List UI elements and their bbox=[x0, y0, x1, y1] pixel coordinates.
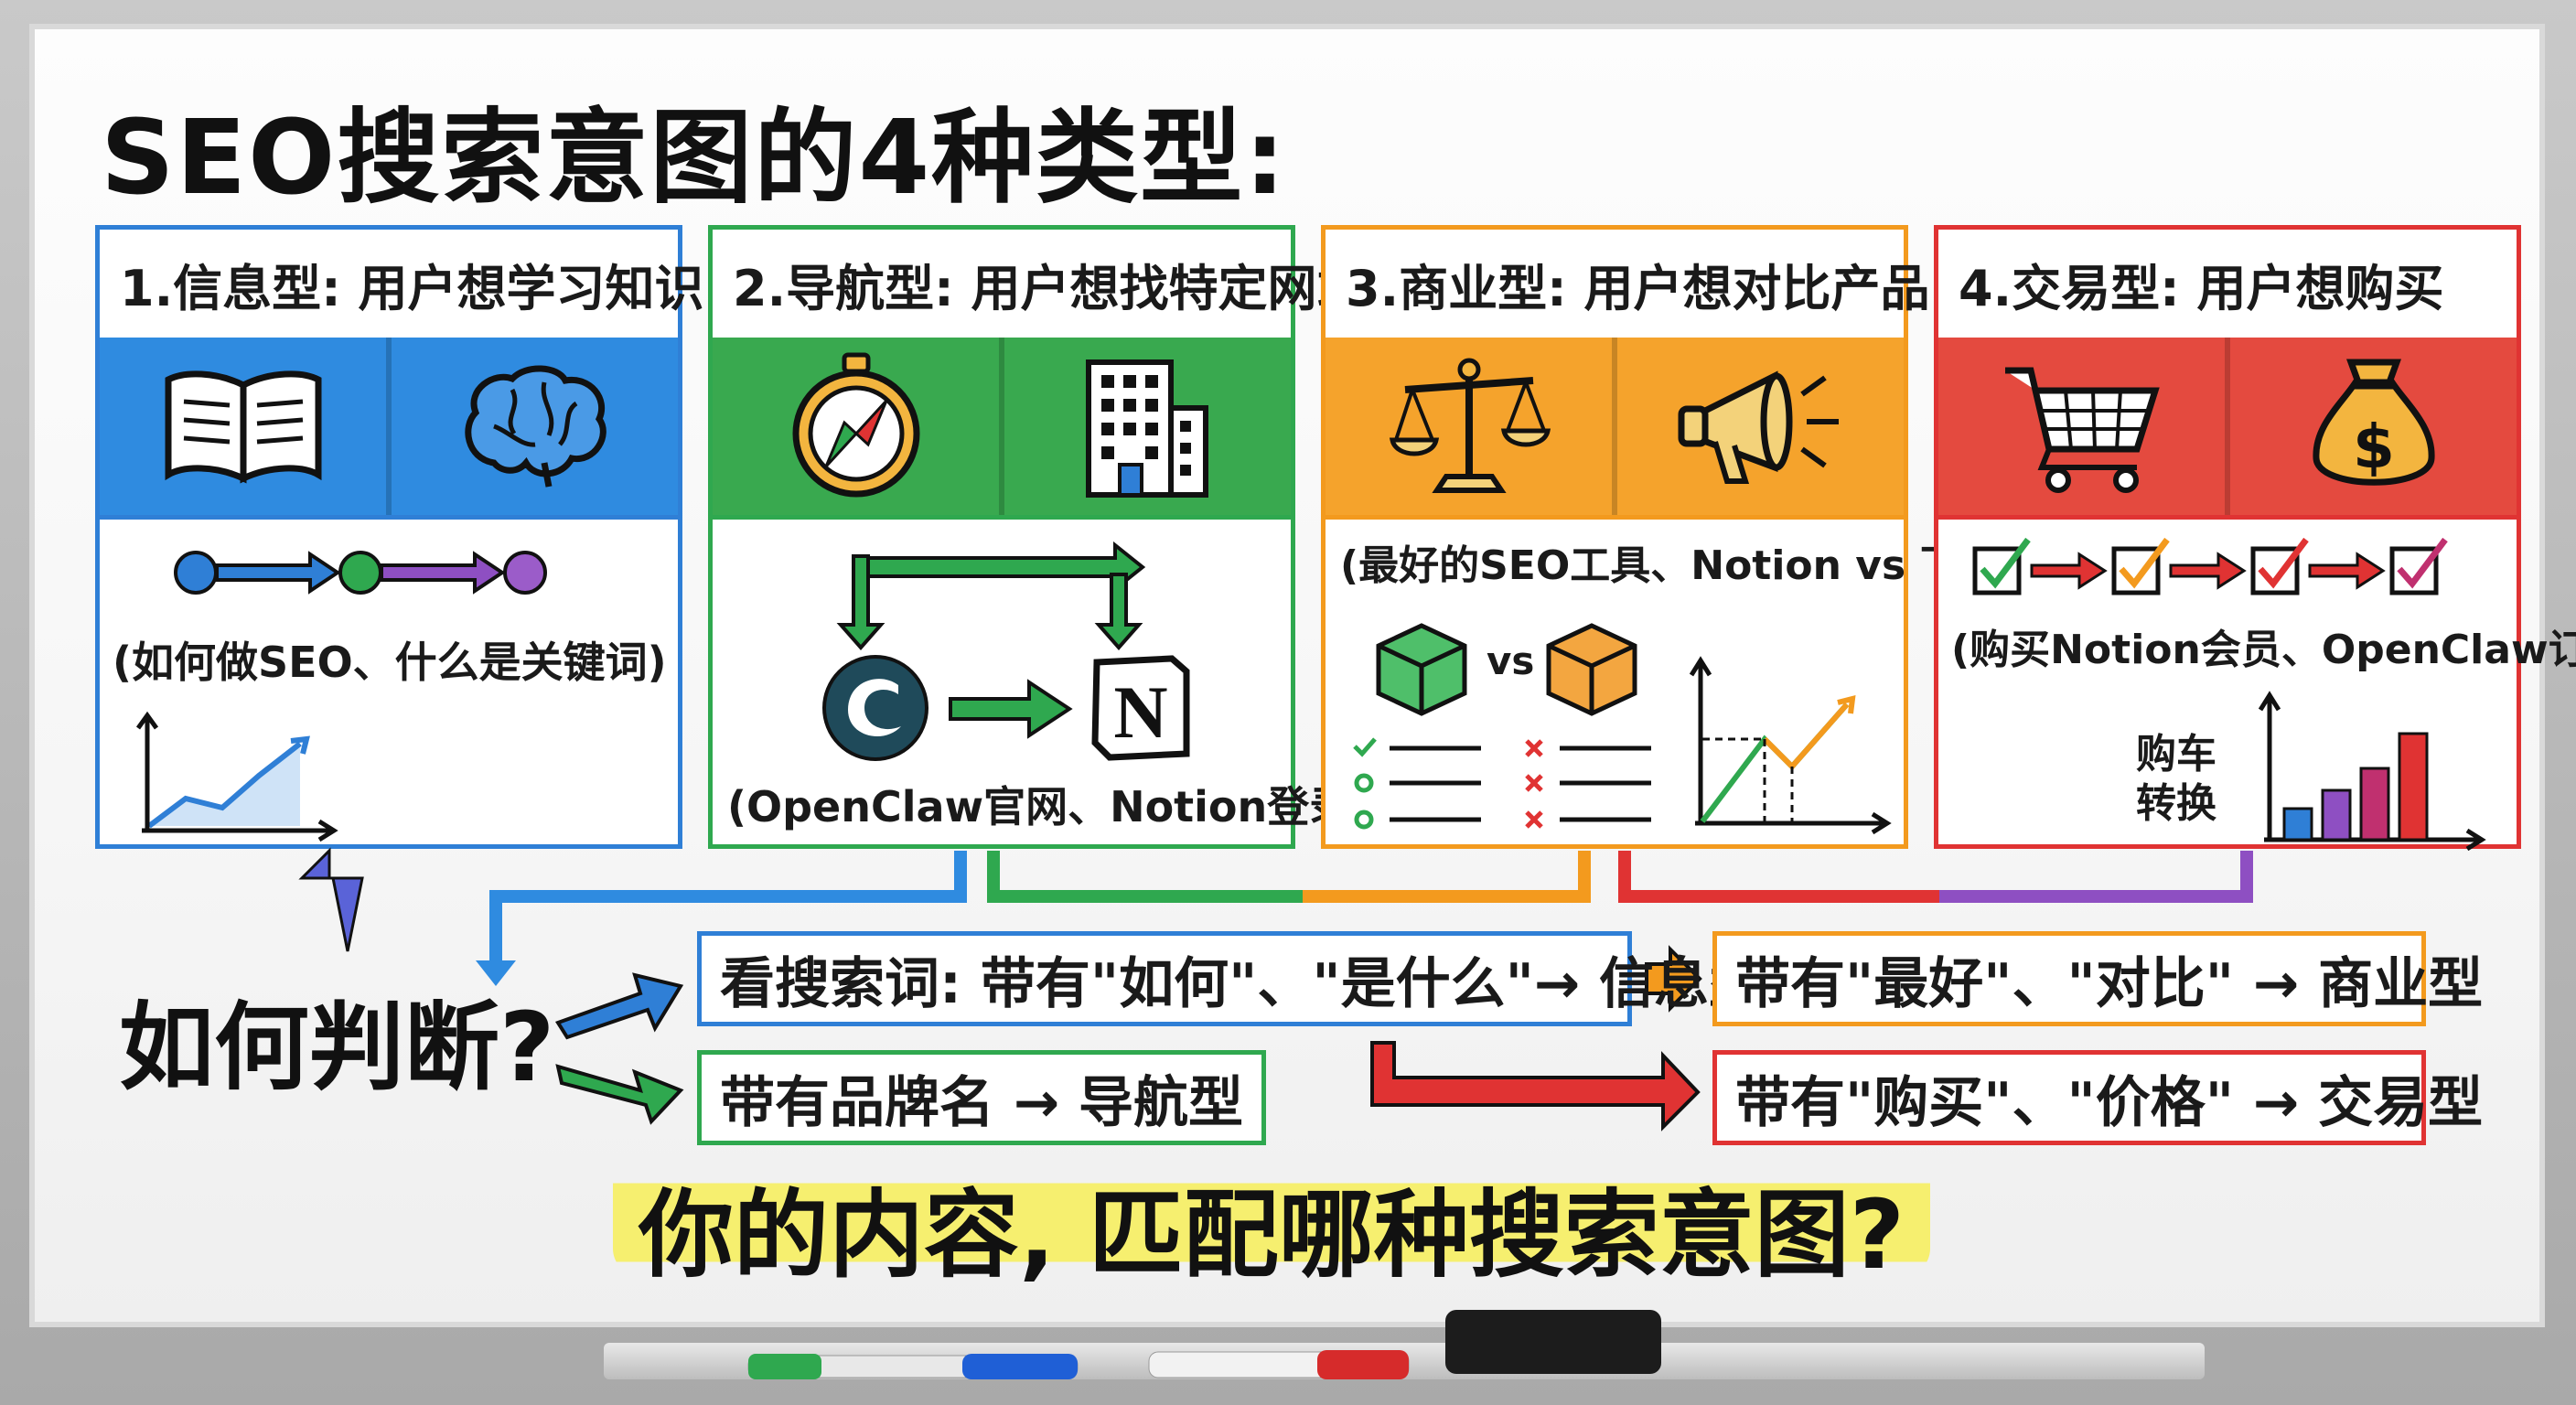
card-example: (最好的SEO工具、Notion vs 飞书) bbox=[1340, 542, 2019, 589]
openclaw-logo-icon bbox=[822, 655, 928, 761]
shopping-cart-icon bbox=[1938, 338, 2225, 515]
navigation-arrows-icon bbox=[836, 541, 1146, 651]
rule-transactional: 带有"购买"、"价格" → 交易型 bbox=[1712, 1050, 2483, 1145]
card-icon-band bbox=[1326, 338, 1904, 515]
vs-label: vs bbox=[1487, 638, 1535, 683]
card-body: (最好的SEO工具、Notion vs 飞书) vs bbox=[1326, 515, 2019, 844]
svg-text:N: N bbox=[1113, 670, 1167, 754]
card-informational: 1.信息型: 用户想学习知识 (如何做SEO、什么是关键词) bbox=[95, 225, 704, 849]
card-icon-band bbox=[100, 338, 678, 515]
card-header: 1.信息型: 用户想学习知识 bbox=[120, 259, 704, 317]
balance-scale-icon bbox=[1326, 338, 1612, 515]
rule-commercial: 带有"最好"、"对比" → 商业型 bbox=[1712, 931, 2483, 1026]
arrow-icon bbox=[949, 679, 1073, 739]
page-title: SEO搜索意图的4种类型: bbox=[101, 99, 1288, 218]
compass-icon bbox=[713, 338, 999, 515]
line-chart-icon bbox=[1689, 656, 1892, 835]
cons-list-icon bbox=[1525, 739, 1651, 829]
card-header: 3.商业型: 用户想对比产品 bbox=[1346, 259, 1930, 317]
bar-chart-icon bbox=[2258, 691, 2486, 852]
card-body: N (OpenClaw官网、Notion登录) bbox=[713, 515, 1370, 844]
flow-dots-icon bbox=[174, 551, 547, 595]
card-body: (如何做SEO、什么是关键词) bbox=[100, 515, 678, 844]
cart-label: 购车 转换 bbox=[2136, 731, 2216, 827]
card-commercial: 3.商业型: 用户想对比产品 (最 bbox=[1321, 225, 2019, 849]
rule-navigational: 带有品牌名 → 导航型 bbox=[697, 1050, 1266, 1145]
card-example: (OpenClaw官网、Notion登录) bbox=[727, 782, 1371, 831]
closing-question: 你的内容, 匹配哪种搜索意图? bbox=[613, 1157, 1931, 1291]
checkbox-flow-icon bbox=[1972, 537, 2448, 595]
card-example: (如何做SEO、什么是关键词) bbox=[113, 638, 667, 687]
box-icon bbox=[1546, 623, 1637, 716]
card-icon-band bbox=[713, 338, 1291, 515]
brain-icon bbox=[392, 338, 678, 515]
judge-heading: 如何判断? bbox=[119, 992, 555, 1103]
money-bag-icon: $ bbox=[2230, 338, 2517, 515]
pros-list-icon bbox=[1353, 737, 1481, 830]
megaphone-icon bbox=[1617, 338, 1904, 515]
notion-logo-icon: N bbox=[1091, 655, 1190, 761]
card-body: (购买Notion会员、OpenClaw订阅) 购车 转换 bbox=[1938, 515, 2576, 852]
growth-chart-icon bbox=[135, 711, 338, 842]
open-book-icon bbox=[100, 338, 386, 515]
building-icon bbox=[1004, 338, 1291, 515]
box-icon bbox=[1376, 623, 1467, 716]
rule-informational: 看搜索词: 带有"如何"、"是什么"→ 信息型 bbox=[697, 931, 1764, 1026]
marker-tray bbox=[604, 1343, 2205, 1379]
card-navigational: 2.导航型: 用户想找特定网站 bbox=[708, 225, 1370, 849]
svg-text:$: $ bbox=[2353, 412, 2395, 482]
card-example: (购买Notion会员、OpenClaw订阅) bbox=[1951, 627, 2576, 673]
card-transactional: 4.交易型: 用户想购买 $ bbox=[1934, 225, 2576, 852]
card-icon-band: $ bbox=[1938, 338, 2517, 515]
card-header: 2.导航型: 用户想找特定网站 bbox=[733, 259, 1367, 317]
card-header: 4.交易型: 用户想购买 bbox=[1959, 259, 2444, 317]
